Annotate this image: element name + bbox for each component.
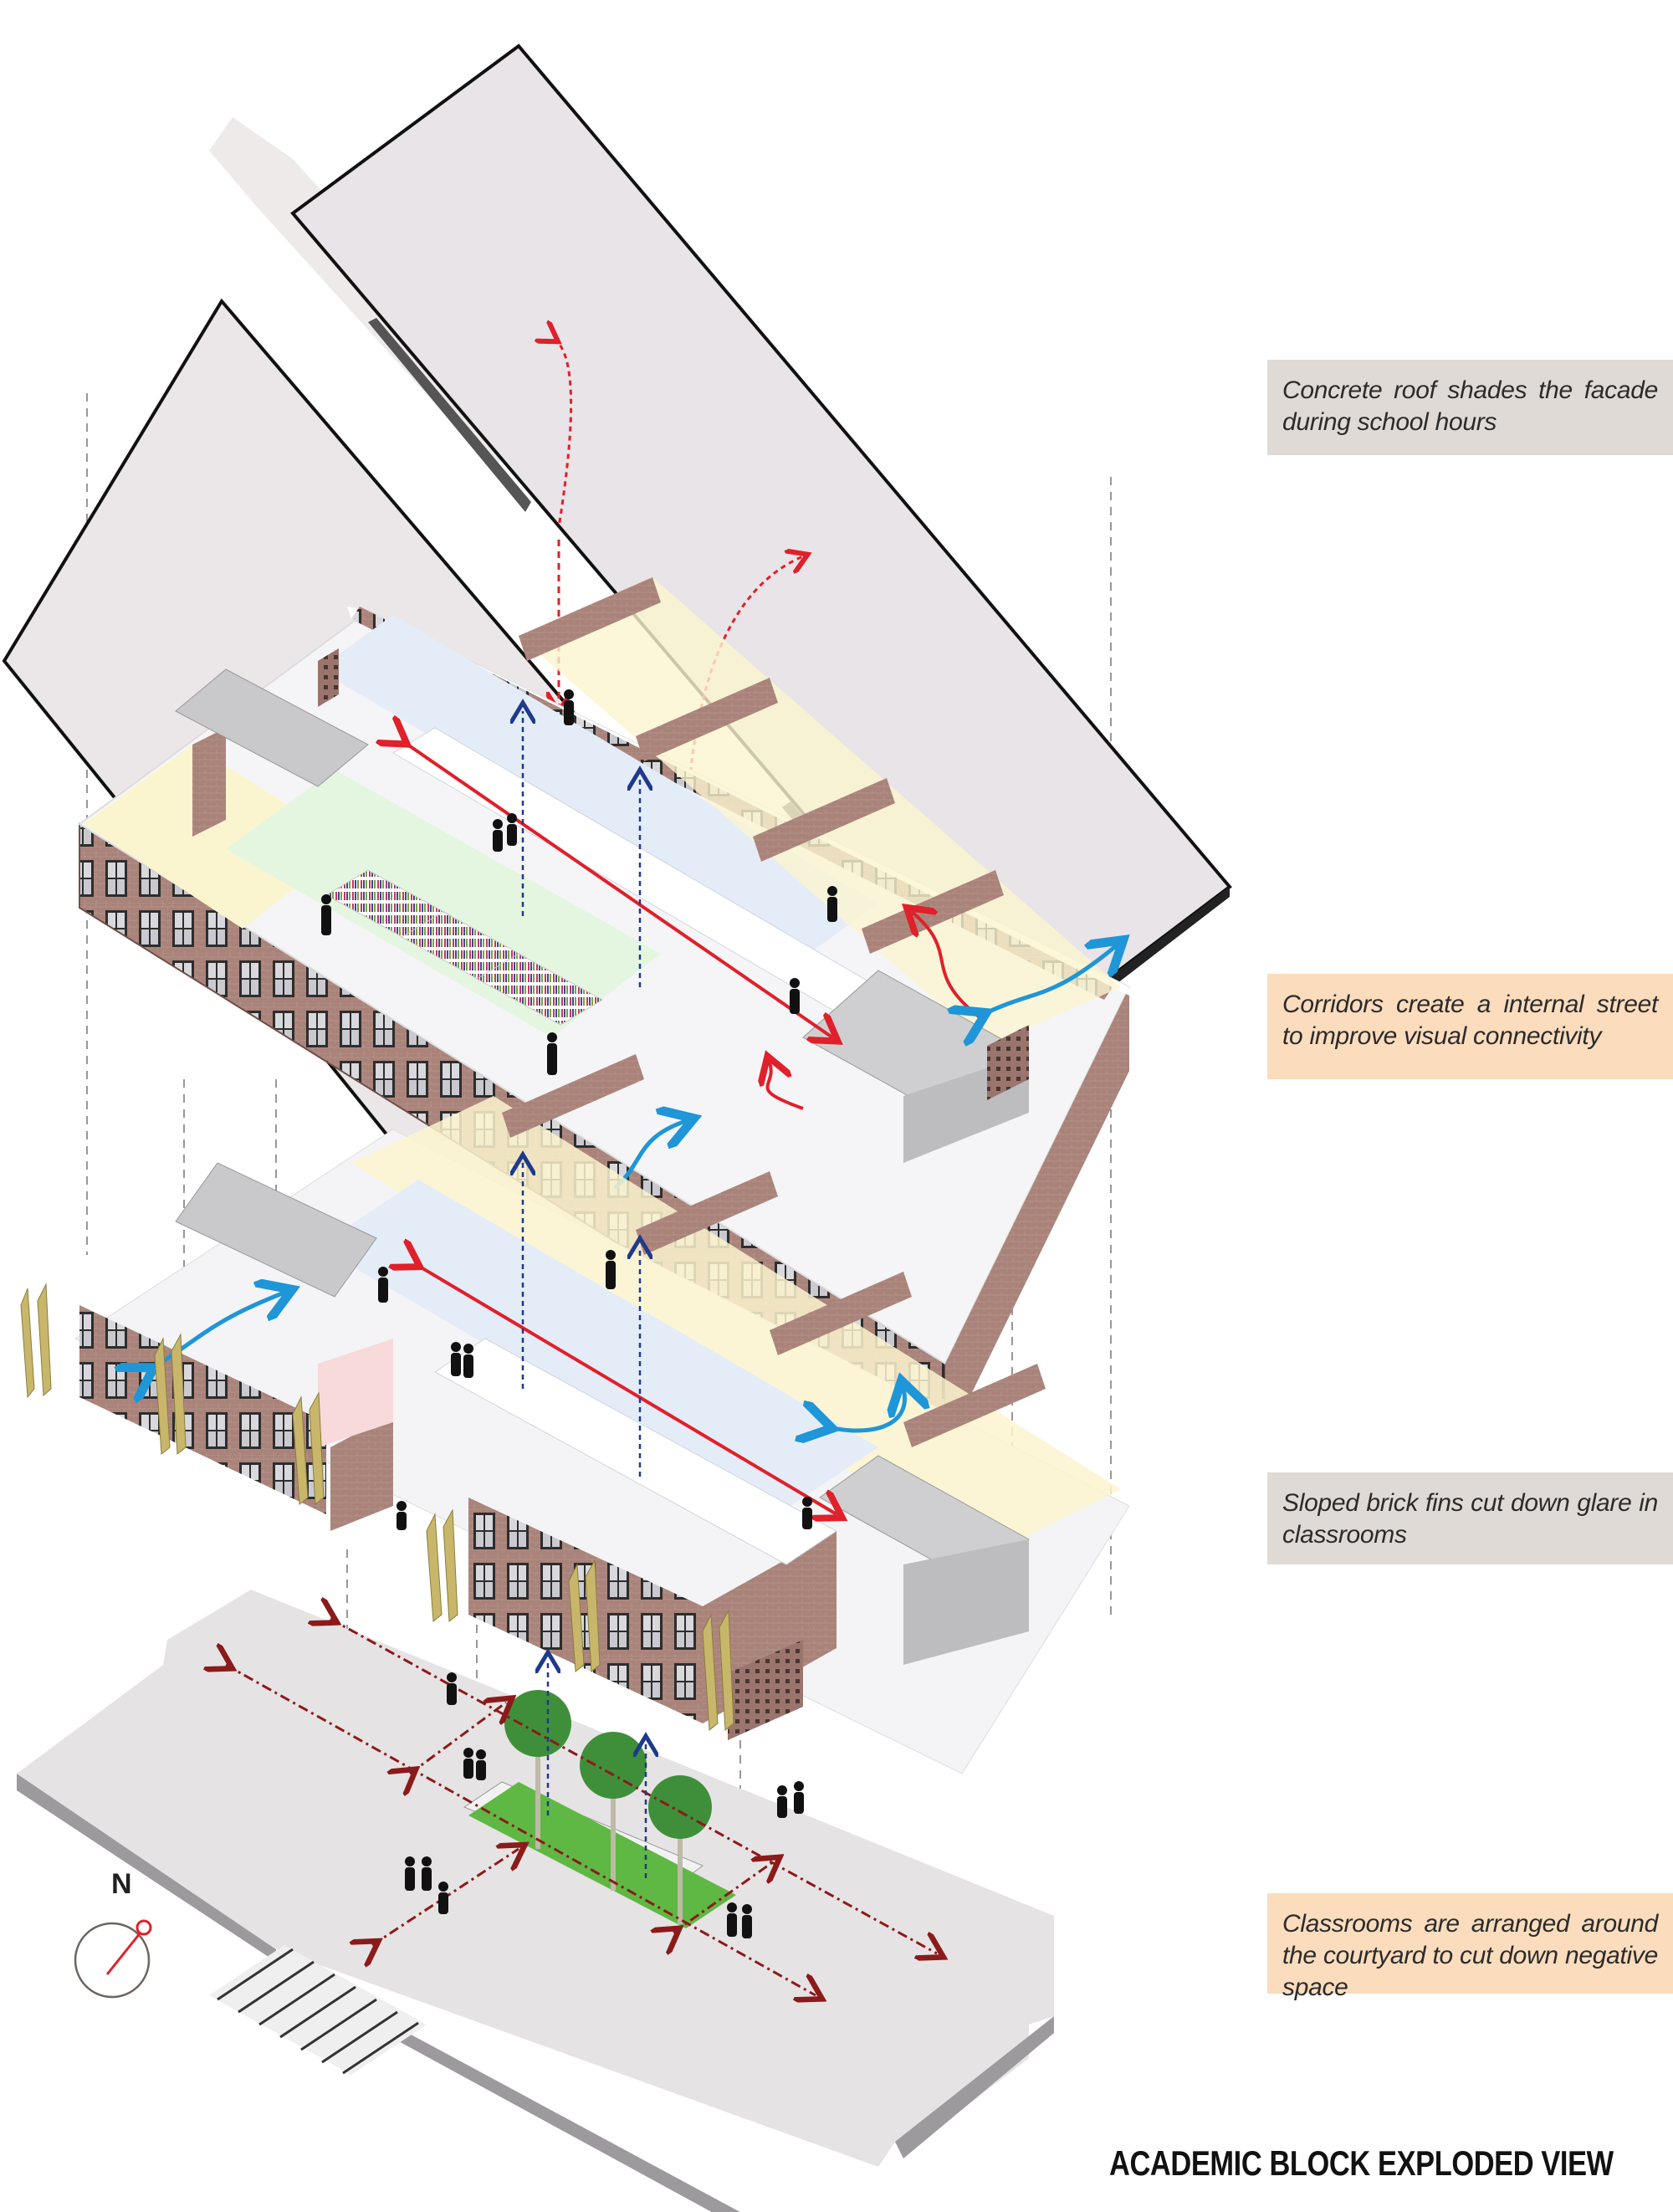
north-compass-icon xyxy=(74,1919,152,1999)
annotation-courtyard: Classrooms are arranged around the court… xyxy=(1267,1893,1673,2001)
annotation-corridor: Corridors create a internal street to im… xyxy=(1267,974,1673,1079)
annotation-roof-text: Concrete roof shades the facade during s… xyxy=(1282,376,1658,436)
annotation-corridor-text: Corridors create a internal street to im… xyxy=(1282,991,1658,1050)
plinth-layer xyxy=(17,711,1054,2212)
annotation-fins-text: Sloped brick fins cut down glare in clas… xyxy=(1282,1489,1658,1549)
annotation-courtyard-text: Classrooms are arranged around the court… xyxy=(1282,1910,1658,2001)
annotation-roof: Concrete roof shades the facade during s… xyxy=(1267,360,1673,455)
drawing-title: ACADEMIC BLOCK EXPLODED VIEW xyxy=(1109,2143,1614,2183)
annotation-fins: Sloped brick fins cut down glare in clas… xyxy=(1267,1472,1673,1564)
north-label: N xyxy=(111,1868,132,1900)
